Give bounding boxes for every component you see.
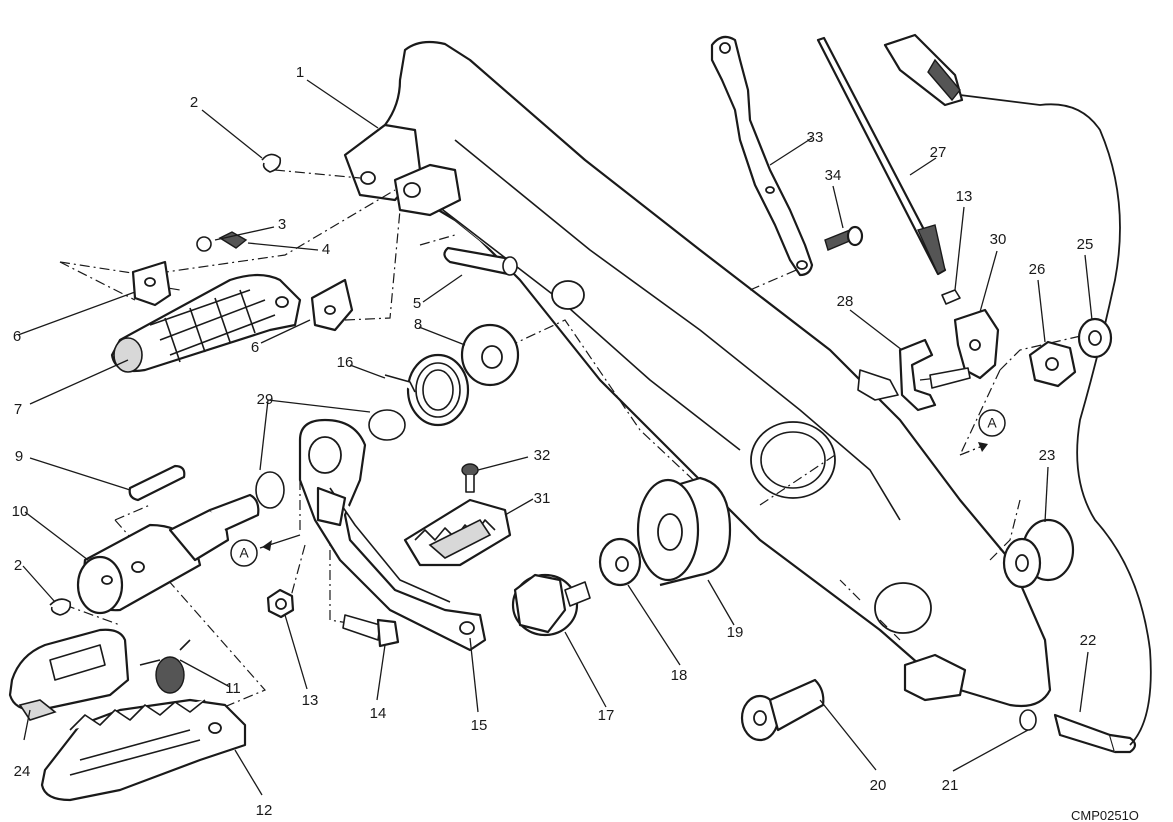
part-29-o-ring-upper xyxy=(368,409,406,441)
part-13-nut-right xyxy=(941,289,961,305)
part-12-offroad-footpeg xyxy=(40,698,247,802)
reference-marker-right: A xyxy=(959,409,1006,456)
part-3-ball xyxy=(196,236,212,252)
callout-5: 5 xyxy=(413,295,421,312)
callout-1: 1 xyxy=(296,64,304,81)
part-22-sensor-switch xyxy=(959,94,1152,754)
callout-9: 9 xyxy=(15,448,23,465)
reference-letter-right: A xyxy=(987,415,997,431)
callout-34: 34 xyxy=(825,167,842,184)
part-5-pin xyxy=(443,246,518,276)
callout-25: 25 xyxy=(1077,236,1094,253)
part-4-spring xyxy=(218,231,248,249)
callout-20: 20 xyxy=(870,777,887,794)
callout-14: 14 xyxy=(370,705,387,722)
leader-lines xyxy=(17,79,1093,796)
callout-13-right: 13 xyxy=(956,188,973,205)
callout-17: 17 xyxy=(598,707,615,724)
part-16-return-spring xyxy=(384,353,470,427)
callout-4: 4 xyxy=(322,241,330,258)
part-11-spring xyxy=(139,639,191,694)
callout-6-left: 6 xyxy=(13,328,21,345)
callout-13-left: 13 xyxy=(302,692,319,709)
callout-11: 11 xyxy=(225,680,241,697)
part-2-circlip-lower xyxy=(49,598,72,616)
callout-2-top: 2 xyxy=(190,94,198,111)
part-18-washer xyxy=(598,537,642,587)
part-17-flange-bolt xyxy=(511,573,591,637)
callout-2-lower: 2 xyxy=(14,557,22,574)
part-14-bolt xyxy=(342,614,400,648)
part-30-clevis xyxy=(953,308,1000,380)
callout-10: 10 xyxy=(12,503,29,520)
drawing-code: CMP0251O xyxy=(1071,808,1139,822)
callout-16: 16 xyxy=(337,354,354,371)
callout-29: 29 xyxy=(257,391,274,408)
part-31-pedal-tip xyxy=(403,498,512,567)
callout-32: 32 xyxy=(534,447,551,464)
callout-23: 23 xyxy=(1039,447,1056,464)
part-2-circlip-top xyxy=(261,153,282,173)
part-6-plate-left xyxy=(131,260,172,307)
callout-31: 31 xyxy=(534,490,551,507)
callout-19: 19 xyxy=(727,624,744,641)
part-25-washer xyxy=(1077,317,1113,359)
part-20-bolt xyxy=(740,678,825,742)
part-29-o-ring-lower xyxy=(255,471,285,509)
callout-8: 8 xyxy=(414,316,422,333)
part-33-bracket xyxy=(710,35,814,277)
part-24-road-footpeg xyxy=(8,628,130,721)
reference-letter-left: A xyxy=(239,545,249,561)
callout-24: 24 xyxy=(14,763,31,780)
part-32-screw xyxy=(461,463,479,493)
part-19-bushing xyxy=(636,476,732,587)
part-13-nut-left xyxy=(266,588,295,619)
part-23-spacer xyxy=(1002,518,1075,589)
callout-28: 28 xyxy=(837,293,854,310)
part-34-screw xyxy=(824,225,864,251)
sensor-connector xyxy=(883,33,964,107)
part-21-washer xyxy=(1019,709,1037,731)
callout-18: 18 xyxy=(671,667,688,684)
callout-21: 21 xyxy=(942,777,959,794)
callout-26: 26 xyxy=(1029,261,1046,278)
part-15-brake-pedal xyxy=(298,418,487,652)
callout-3: 3 xyxy=(278,216,286,233)
part-27-rod xyxy=(816,36,947,276)
callout-27: 27 xyxy=(930,144,947,161)
part-28-linkage-pin xyxy=(898,338,971,412)
callout-30: 30 xyxy=(990,231,1007,248)
part-6-plate-right xyxy=(310,278,354,332)
callout-7: 7 xyxy=(14,401,22,418)
callout-12: 12 xyxy=(256,802,273,819)
part-8-washer xyxy=(460,323,520,387)
callout-22: 22 xyxy=(1080,632,1097,649)
part-10-pivot-bush xyxy=(76,493,260,615)
callout-labels: 1 2 3 4 5 6 7 6 8 16 29 9 10 2 11 24 12 … xyxy=(12,64,1097,819)
reference-marker-left: A xyxy=(230,534,301,567)
callout-6-right: 6 xyxy=(251,339,259,356)
callout-15: 15 xyxy=(471,717,488,734)
part-26-nut xyxy=(1028,340,1077,388)
part-9-pin xyxy=(128,464,186,502)
callout-33: 33 xyxy=(807,129,824,146)
